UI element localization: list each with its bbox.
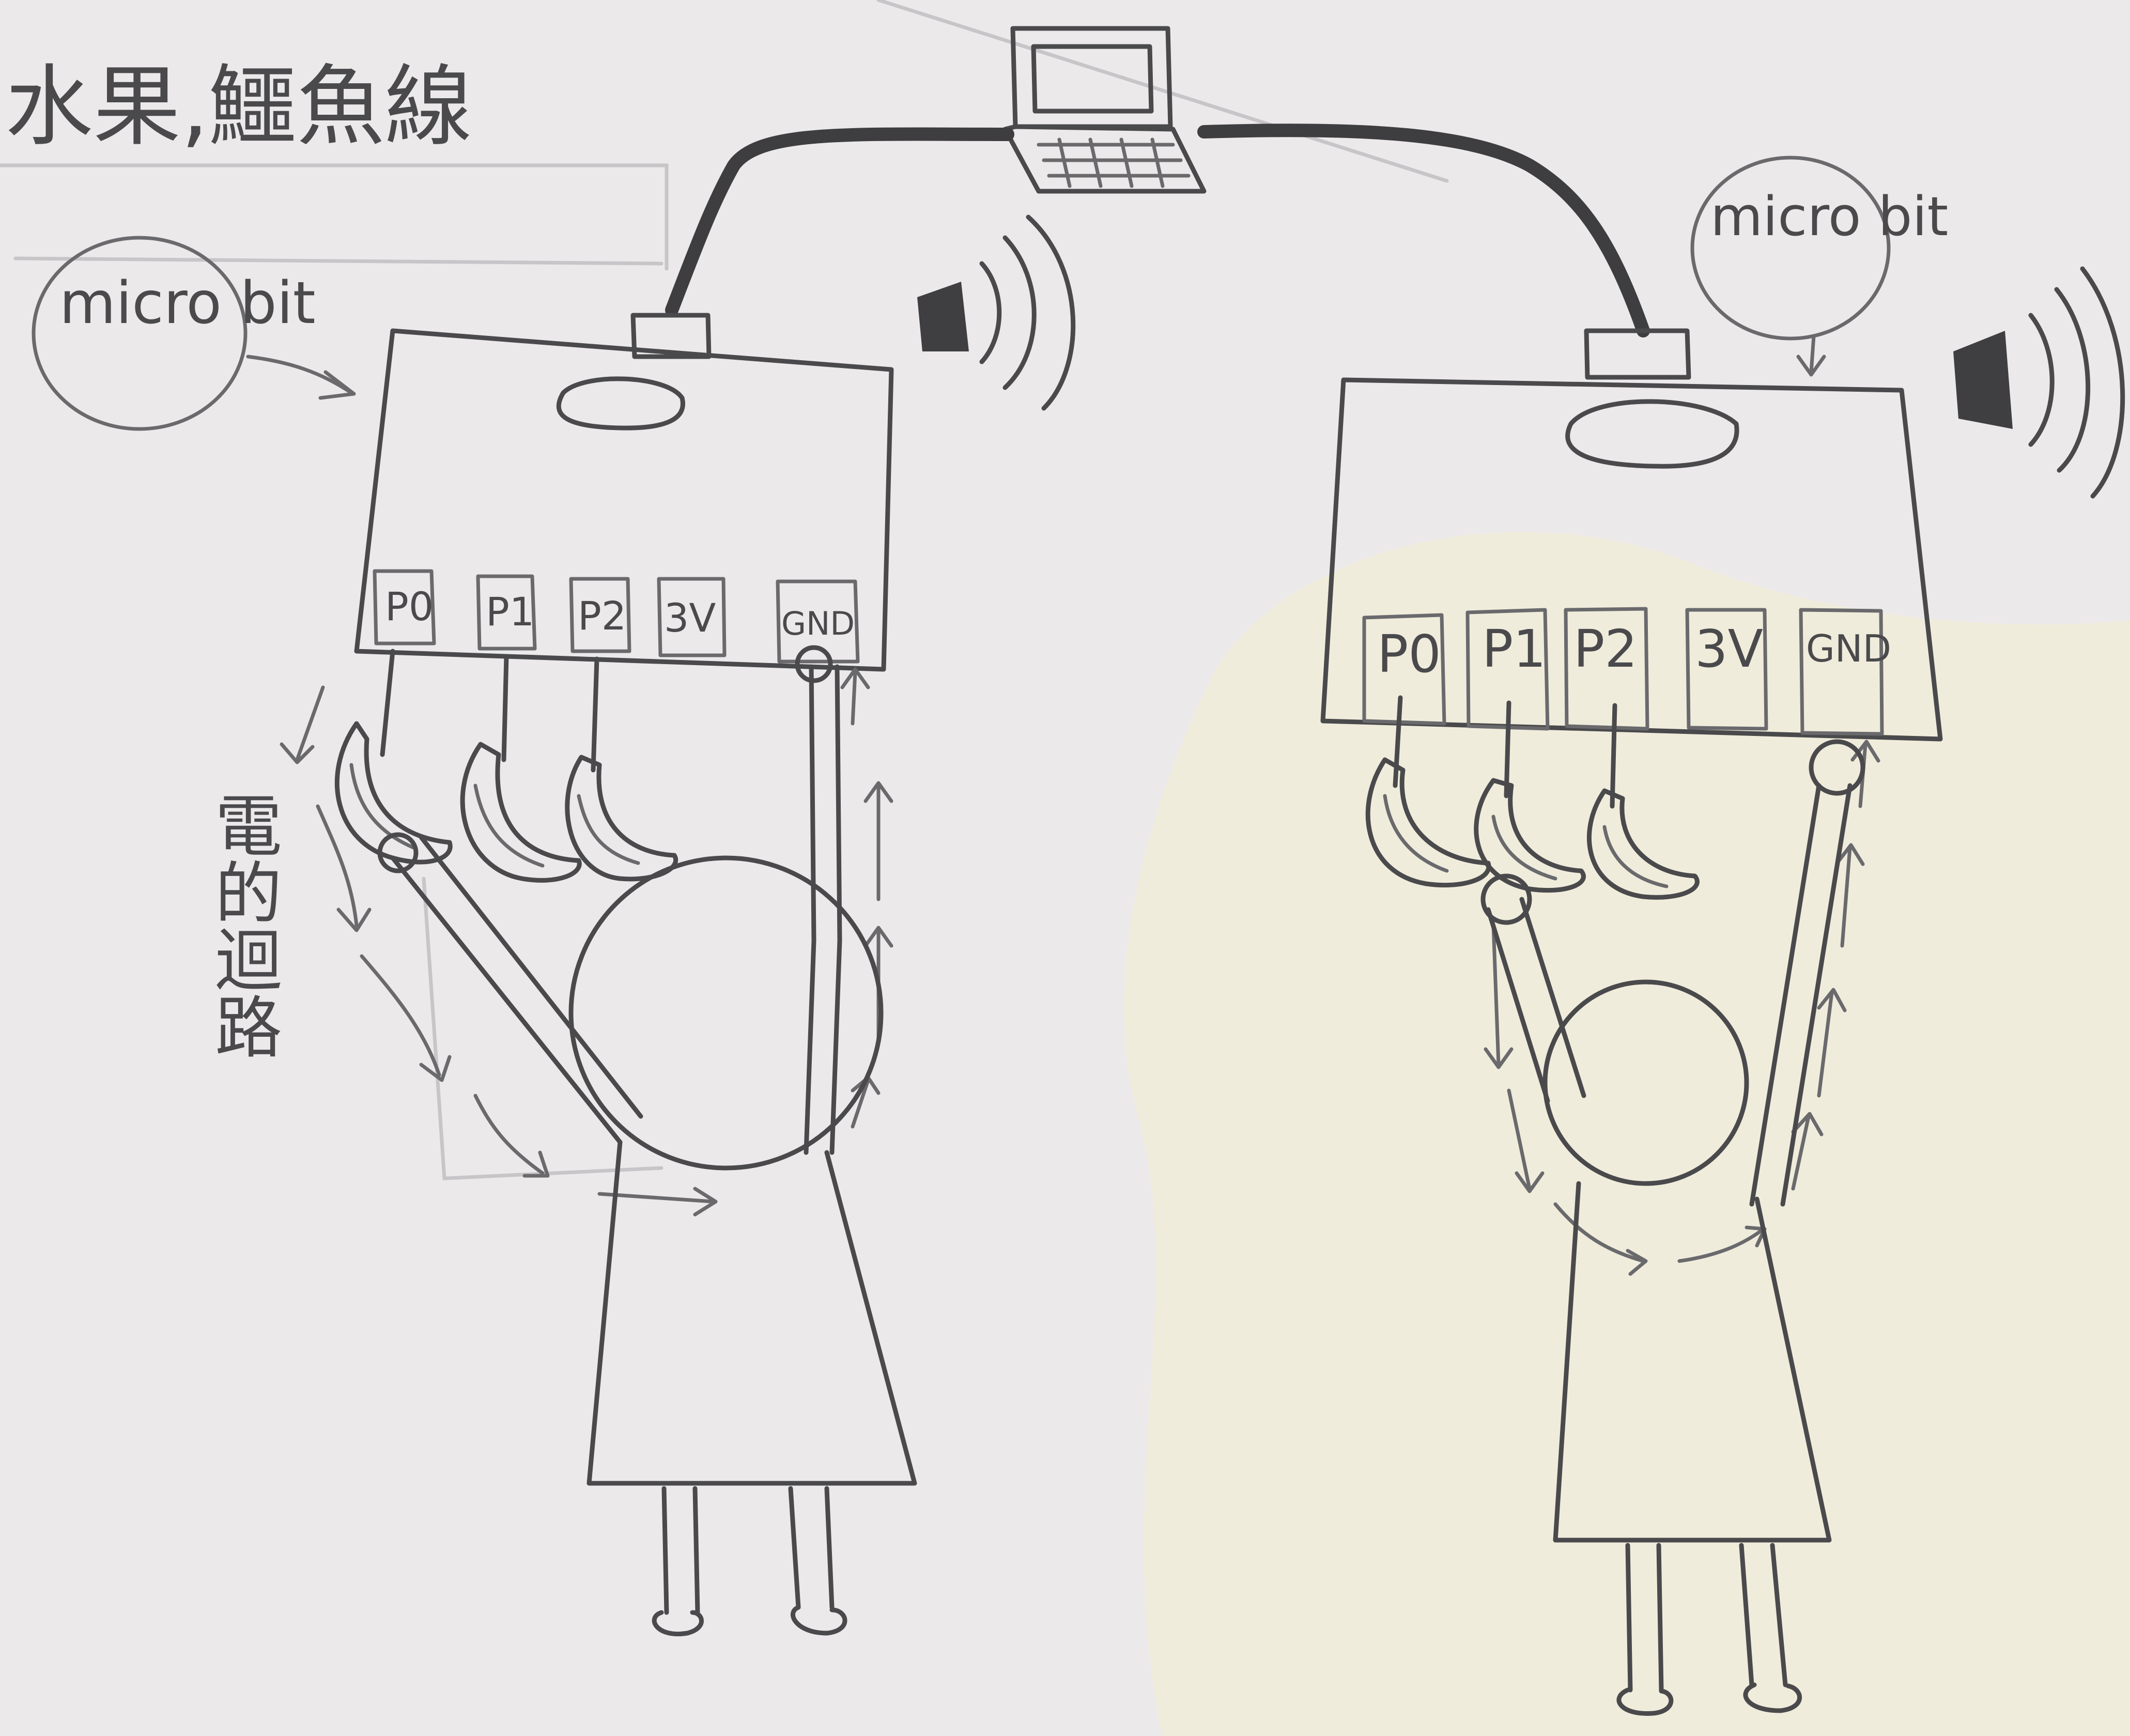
svg-text:3V: 3V bbox=[1695, 619, 1763, 679]
right-microbit-board bbox=[1320, 328, 1943, 742]
banana-icon-left-p0 bbox=[334, 721, 453, 865]
right-circuit-arrows bbox=[1484, 740, 1880, 1276]
right-wires bbox=[1393, 695, 1617, 809]
banana-icon-left-p1 bbox=[460, 742, 582, 883]
left-microbit-callout: micro bit bbox=[32, 236, 356, 431]
left-pin-gnd: GND bbox=[776, 579, 860, 664]
right-pin-p2: P2 bbox=[1564, 607, 1649, 731]
left-microbit-board bbox=[354, 313, 894, 672]
right-pin-gnd: GND bbox=[1799, 608, 1891, 736]
left-pin-p0: P0 bbox=[373, 569, 436, 646]
banana-icon-right-p2 bbox=[1587, 788, 1700, 900]
svg-text:電的迴路: 電的迴路 bbox=[204, 791, 282, 1059]
svg-text:P2: P2 bbox=[1573, 619, 1638, 679]
left-pin-p1: P1 bbox=[476, 574, 537, 651]
svg-text:3V: 3V bbox=[664, 595, 716, 641]
usb-cable-left bbox=[665, 127, 1014, 317]
left-pin-row: P0 P1 P2 3V GND bbox=[373, 569, 860, 664]
right-pin-3v: 3V bbox=[1685, 608, 1768, 731]
laptop-icon bbox=[1002, 26, 1207, 194]
left-pin-3v: 3V bbox=[657, 577, 727, 657]
svg-text:P2: P2 bbox=[578, 593, 626, 639]
erased-marks bbox=[0, 0, 1449, 1180]
circuit-note: 電的迴路 bbox=[204, 791, 282, 1059]
right-pin-p1: P1 bbox=[1465, 608, 1550, 731]
svg-text:GND: GND bbox=[781, 605, 855, 642]
person-icon-right bbox=[1480, 739, 1865, 1716]
svg-text:P0: P0 bbox=[385, 583, 434, 629]
left-pin-p2: P2 bbox=[569, 577, 631, 653]
person-icon-left bbox=[377, 645, 917, 1637]
banana-icon-right-p0 bbox=[1365, 757, 1491, 888]
right-microbit-callout: micro bit bbox=[1690, 156, 1948, 377]
speaker-icon-right bbox=[1953, 266, 2125, 499]
svg-text:P1: P1 bbox=[1482, 619, 1546, 679]
svg-text:micro bit: micro bit bbox=[1710, 185, 1948, 248]
left-wires bbox=[380, 649, 842, 943]
svg-text:micro bit: micro bit bbox=[59, 270, 316, 337]
svg-text:P0: P0 bbox=[1377, 624, 1441, 684]
speaker-icon-left bbox=[917, 214, 1076, 411]
usb-cable-right bbox=[1197, 124, 1650, 337]
banana-icon-right-p1 bbox=[1474, 778, 1586, 893]
right-pin-p0: P0 bbox=[1362, 613, 1446, 726]
banana-icon-left-p2 bbox=[565, 755, 678, 882]
paper-stain bbox=[1124, 532, 2130, 1736]
sketch-title: 水果,鱷魚線 bbox=[5, 56, 472, 158]
svg-text:GND: GND bbox=[1806, 627, 1891, 670]
right-pin-row: P0 P1 P2 3V GND bbox=[1362, 607, 1891, 736]
svg-text:P1: P1 bbox=[486, 589, 534, 635]
